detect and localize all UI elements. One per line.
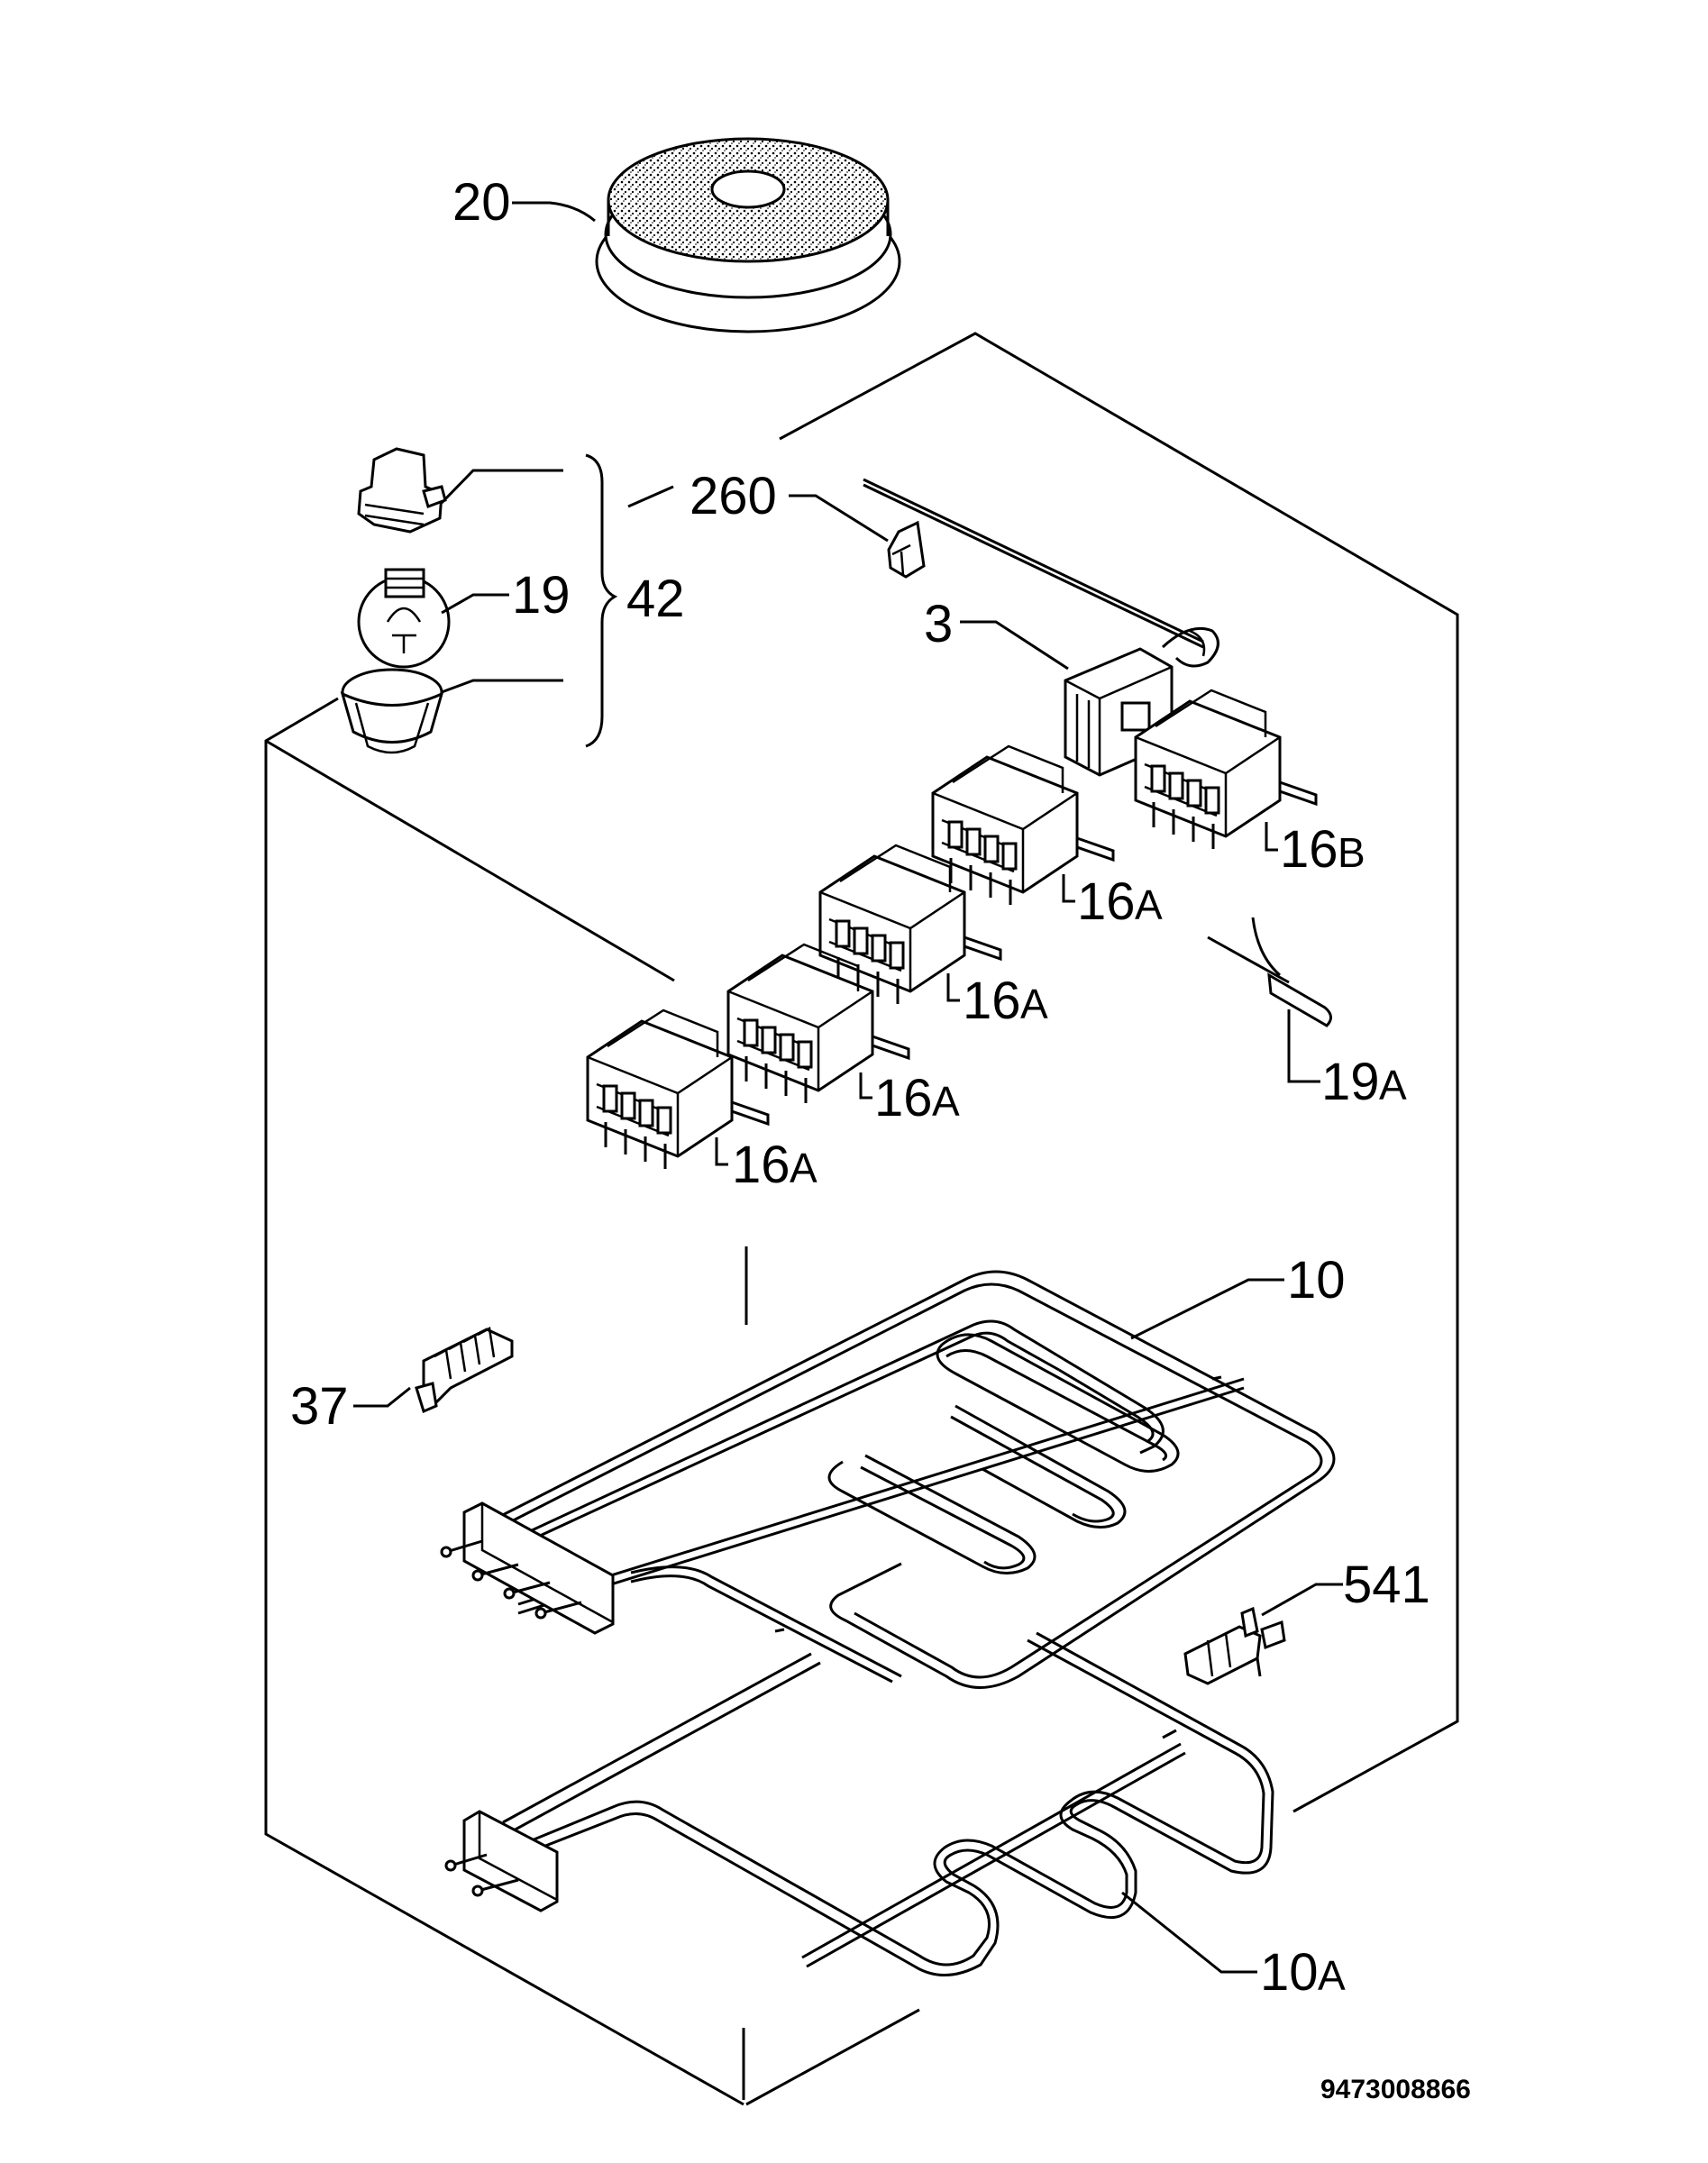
part-20-round-cover [595,137,901,333]
label-37: 37 [290,1377,349,1436]
part-19a-sensor [1207,917,1332,1027]
label-42: 42 [626,570,685,628]
leader-10a [1121,1891,1257,1974]
leader-16a-1 [1062,874,1075,903]
leader-20 [512,201,596,223]
label-16a-1: 16 [1077,872,1136,931]
part-42-lamp-holder [357,447,447,534]
part-19-bulb [357,568,451,669]
label-16b: 16 [1280,820,1338,879]
label-260: 260 [690,467,777,525]
label-16a-3-suffix: A [932,1078,960,1125]
leader-16a-4 [715,1137,728,1166]
leader-16b [1265,822,1278,852]
label-10a-suffix: A [1318,1952,1346,1999]
leader-lamp-cover [441,679,563,694]
label-10a: 10 [1260,1943,1319,2002]
label-16a-4-suffix: A [790,1145,817,1191]
label-16b-suffix: B [1338,829,1365,876]
label-16a-3: 16 [874,1069,933,1127]
label-16a-2: 16 [963,972,1021,1030]
leader-10 [1130,1278,1284,1340]
part-10-upper-heating-element [440,1270,1336,1689]
label-20: 20 [452,173,511,232]
part-37-terminal-block [415,1327,514,1414]
label-10: 10 [1287,1251,1346,1310]
leader-541 [1261,1583,1343,1617]
leader-19a [1287,1009,1320,1083]
part-541-connector [1183,1606,1286,1685]
leader-19 [441,593,509,615]
label-3: 3 [924,595,953,653]
label-19a: 19 [1321,1053,1380,1111]
part-10a-lower-heating-element [444,1631,1274,1976]
oven-box-outline [264,332,1459,2106]
leader-16a-2 [946,973,960,1002]
drawing-number: 9473008866 [1320,2075,1471,2104]
label-19a-suffix: A [1379,1062,1407,1109]
label-19: 19 [512,566,571,625]
leader-16a-3 [859,1072,872,1100]
label-541: 541 [1343,1556,1430,1614]
part-42-lamp-cover [340,668,444,754]
brace-42 [585,453,618,748]
label-16a-1-suffix: A [1135,881,1163,928]
leader-3 [960,620,1069,671]
leader-37 [353,1386,411,1408]
leader-lamp-holder [440,469,563,505]
part-260-clip [887,520,926,579]
label-16a-4: 16 [732,1136,790,1194]
leader-260 [789,494,889,543]
label-16a-2-suffix: A [1020,981,1048,1027]
